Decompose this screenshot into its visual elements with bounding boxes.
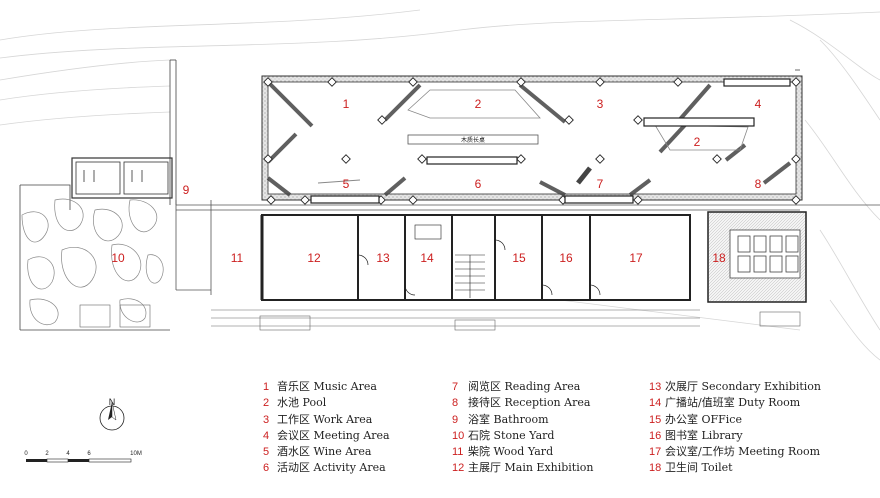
room-number: 6 — [475, 177, 482, 191]
room-number: 18 — [712, 251, 726, 265]
room-number: 17 — [629, 251, 643, 265]
pool-outline — [407, 89, 541, 119]
wood-table — [407, 134, 539, 145]
scale-tick: 6 — [87, 451, 91, 457]
room-number: 14 — [420, 251, 434, 265]
scale-tick: 0 — [24, 451, 28, 457]
corridor — [175, 200, 880, 295]
terrain-contours — [0, 9, 880, 361]
lower-building — [260, 214, 691, 301]
room-number: 4 — [755, 97, 762, 111]
scale-bar: 0 2 4 6 10M — [24, 451, 142, 463]
room-number: 2 — [475, 97, 482, 111]
stone-yard-paving — [21, 198, 164, 326]
room-number: 10 — [111, 251, 125, 265]
pavilion: 木质长桌 — [261, 75, 803, 205]
room-number: 9 — [183, 183, 190, 197]
room-labels: 1 2 3 4 2 5 6 7 8 9 10 11 12 13 14 15 16… — [111, 97, 761, 265]
room-number: 12 — [307, 251, 321, 265]
room-number: 8 — [755, 177, 762, 191]
room-number: 5 — [343, 177, 350, 191]
room-number: 11 — [231, 251, 244, 265]
toilet-block — [707, 211, 807, 303]
room-number: 15 — [512, 251, 526, 265]
room-number: 1 — [343, 97, 350, 111]
room-number: 3 — [597, 97, 604, 111]
room-number: 16 — [559, 251, 573, 265]
room-number: 7 — [597, 177, 604, 191]
room-number: 2 — [694, 135, 701, 149]
room-number: 13 — [376, 251, 390, 265]
scale-tick: 2 — [45, 451, 49, 457]
bathroom-block — [71, 157, 173, 199]
scale-tick: 4 — [66, 451, 70, 457]
site-boundary — [19, 59, 800, 331]
terrace — [79, 304, 801, 331]
wood-table-label: 木质长桌 — [461, 136, 485, 144]
north-label: N — [109, 397, 116, 407]
scale-tick: 10M — [130, 451, 142, 457]
north-compass: N — [99, 397, 125, 431]
